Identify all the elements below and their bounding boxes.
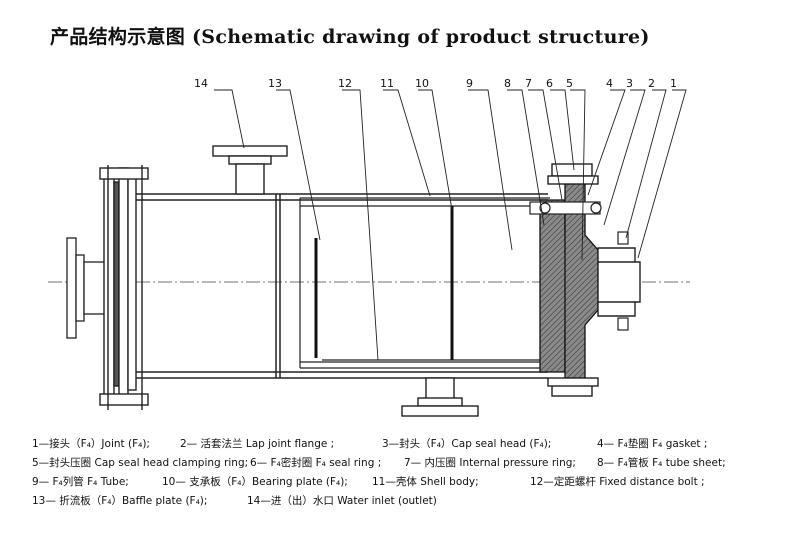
legend-item: 9— F₄列管 F₄ Tube; <box>32 476 129 488</box>
part-number: 3 <box>626 77 633 90</box>
right-joint <box>597 247 641 317</box>
bottom-nozzle <box>401 377 479 417</box>
part-number: 5 <box>566 77 573 90</box>
plates <box>314 206 454 360</box>
legend-item: 3—封头（F₄）Cap seal head (F₄); <box>382 438 552 450</box>
left-flange <box>99 165 149 410</box>
part-number: 6 <box>546 77 553 90</box>
part-number: 8 <box>504 77 511 90</box>
part-number: 7 <box>525 77 532 90</box>
part-number: 11 <box>380 77 394 90</box>
part-number: 10 <box>415 77 429 90</box>
left-joint <box>66 237 107 339</box>
diagram-title: 产品结构示意图 (Schematic drawing of product st… <box>50 26 650 48</box>
tube-bundle <box>299 197 550 369</box>
legend-item: 5—封头压圈 Cap seal head clamping ring; <box>32 457 249 469</box>
parts-legend: 1—接头（F₄）Joint (F₄); 2— 活套法兰 Lap joint fl… <box>32 436 782 512</box>
legend-item: 2— 活套法兰 Lap joint flange ; <box>180 438 335 450</box>
part-number: 13 <box>268 77 282 90</box>
shell-body <box>136 193 548 379</box>
part-number: 2 <box>648 77 655 90</box>
legend-row: 1—接头（F₄）Joint (F₄); 2— 活套法兰 Lap joint fl… <box>32 436 782 455</box>
legend-item: 8— F₄管板 F₄ tube sheet; <box>597 457 726 469</box>
legend-item: 12—定距螺杆 Fixed distance bolt ; <box>530 476 705 488</box>
part-number: 12 <box>338 77 352 90</box>
cap-seal-head <box>539 163 599 397</box>
legend-item: 1—接头（F₄）Joint (F₄); <box>32 438 150 450</box>
legend-item: 7— 内压圈 Internal pressure ring; <box>404 457 576 469</box>
legend-row: 13— 折流板（F₄）Baffle plate (F₄); 14—进（出）水口 … <box>32 493 782 512</box>
part-number: 4 <box>606 77 613 90</box>
part-number: 9 <box>466 77 473 90</box>
legend-item: 10— 支承板（F₄）Bearing plate (F₄); <box>162 476 348 488</box>
legend-item: 6— F₄密封圈 F₄ seal ring ; <box>250 457 382 469</box>
part-number-labels: 14 13 12 11 10 9 8 7 6 5 4 3 2 1 <box>194 77 677 90</box>
leader-lines <box>214 89 687 361</box>
legend-item: 4— F₄垫圈 F₄ gasket ; <box>597 438 708 450</box>
legend-item: 14—进（出）水口 Water inlet (outlet) <box>247 495 437 507</box>
exchanger-drawing: 14 13 12 11 10 9 8 7 6 5 4 3 2 1 <box>48 77 690 417</box>
legend-row: 9— F₄列管 F₄ Tube; 10— 支承板（F₄）Bearing plat… <box>32 474 782 493</box>
legend-item: 13— 折流板（F₄）Baffle plate (F₄); <box>32 495 208 507</box>
part-number: 1 <box>670 77 677 90</box>
legend-item: 11—壳体 Shell body; <box>372 476 479 488</box>
part-number: 14 <box>194 77 208 90</box>
top-nozzle <box>212 145 288 195</box>
legend-row: 5—封头压圈 Cap seal head clamping ring; 6— F… <box>32 455 782 474</box>
